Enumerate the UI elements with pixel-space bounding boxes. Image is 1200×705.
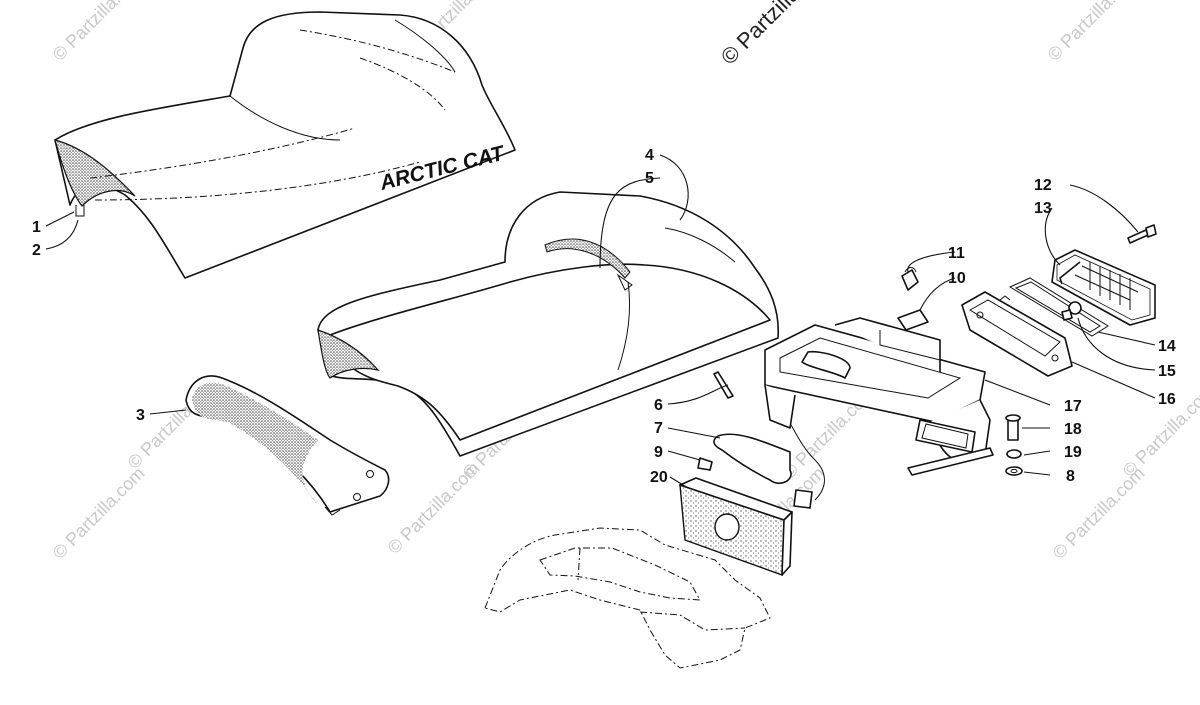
watermark-faint: © Partzilla.com [49,463,149,563]
callout-3: 3 [136,407,145,424]
lens-screw [1127,224,1157,244]
watermark-faint: © Partzilla.com [1044,0,1144,65]
callout-17: 17 [1064,398,1082,415]
rear-rack [764,317,994,476]
callout-15: 15 [1158,363,1176,380]
taillight-base [961,291,1073,377]
taillight-lens [1051,249,1156,326]
callout-1: 1 [32,219,41,236]
callout-2: 2 [32,242,41,259]
bulb [1061,301,1082,321]
foam-block [679,477,793,576]
callout-16: 16 [1158,391,1176,408]
bracket [697,414,825,509]
callout-5: 5 [645,170,654,187]
callout-11: 11 [948,245,965,262]
grommet [901,267,919,291]
reflector [897,309,929,331]
leader-lines [45,154,1156,489]
callouts: 1 2 3 4 5 6 7 9 20 11 10 12 13 14 15 16 … [32,147,1176,486]
callout-9: 9 [654,444,663,461]
callout-7: 7 [654,420,663,437]
watermark-top: © Partzilla.com [716,0,839,70]
side-trim-panel [185,375,390,516]
callout-18: 18 [1064,421,1082,438]
callout-6: 6 [654,397,663,414]
callout-12: 12 [1034,177,1052,194]
bolt-and-washers [1005,414,1023,476]
seat-cover: ARCTIC CAT [54,11,516,279]
seat-cover-underside [54,139,136,207]
watermark-faint: © Partzilla.com [49,0,149,65]
callout-20: 20 [650,469,668,486]
callout-13: 13 [1034,200,1052,217]
callout-4: 4 [645,147,654,164]
callout-19: 19 [1064,444,1082,461]
callout-10: 10 [948,270,966,287]
rear-frame-outline [484,527,771,669]
callout-8: 8 [1066,468,1075,485]
seat-assembly [317,191,780,457]
callout-14: 14 [1158,338,1176,355]
